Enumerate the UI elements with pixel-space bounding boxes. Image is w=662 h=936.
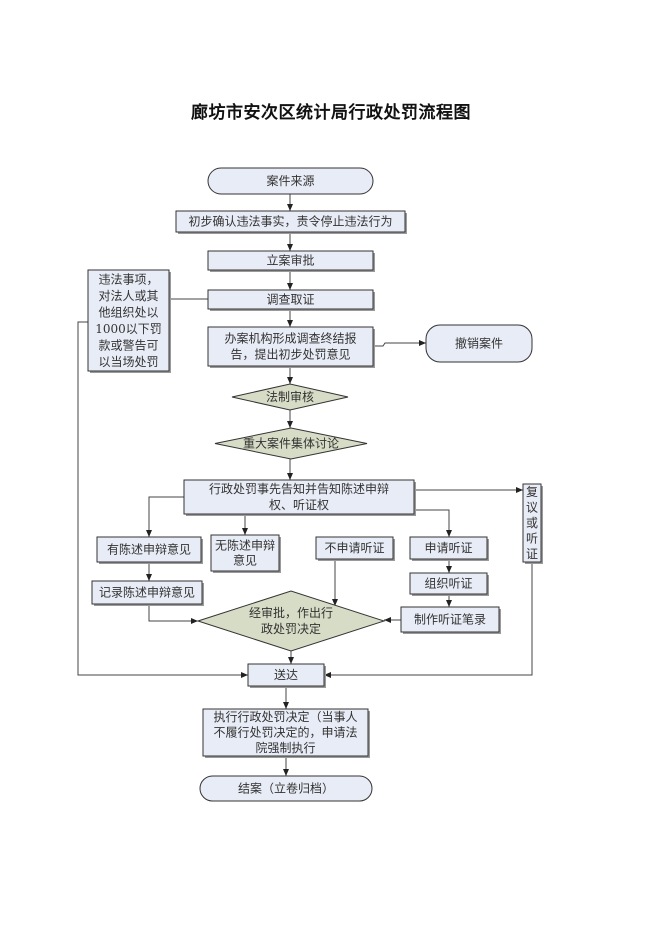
process-shape — [409, 536, 488, 560]
process-shape — [202, 708, 369, 757]
connector-record-to-decision — [148, 604, 198, 624]
process-shape — [409, 572, 488, 595]
process-shape — [315, 536, 394, 560]
node-organize-hearing: 组织听证 — [409, 572, 489, 596]
node-label: 或 — [526, 516, 538, 530]
node-label: 法制审核 — [266, 389, 314, 404]
node-label: 重大案件集体讨论 — [243, 436, 339, 451]
node-label: 有陈述申辩意见 — [107, 542, 191, 557]
node-label: 告，提出初步处罚意见 — [230, 347, 350, 362]
node-label: 不申请听证 — [324, 541, 384, 555]
node-record-statement: 记录陈述申辩意见 — [91, 580, 204, 606]
node-label: 立案审批 — [266, 253, 314, 268]
node-case-source: 案件来源 — [207, 167, 374, 195]
process-shape — [87, 269, 170, 372]
node-label: 院强制执行 — [255, 741, 315, 755]
process-shape — [210, 534, 280, 572]
decision-shape — [196, 590, 386, 652]
connector-notice-to-apply-hearing — [414, 509, 452, 537]
node-label: 款或警告可 — [98, 337, 158, 352]
terminal-shape — [207, 167, 374, 195]
node-label: 他组织处以 — [98, 305, 158, 319]
node-preliminary-confirm: 初步确认违法事实，责令停止违法行为 — [175, 210, 407, 234]
node-cancel-case: 撤销案件 — [425, 324, 533, 363]
node-label: 听 — [526, 532, 538, 546]
node-close-case: 结案（立卷归档） — [199, 775, 373, 802]
connector-notice-to-has-statement — [146, 496, 184, 537]
node-hearing-record: 制作听证笔录 — [400, 606, 501, 634]
connector-report-to-cancel — [373, 340, 426, 347]
node-delivery: 送达 — [247, 663, 326, 688]
node-label: 申请听证 — [424, 541, 472, 555]
terminal-shape — [425, 324, 533, 363]
process-shape — [175, 210, 406, 233]
node-collective-discussion: 重大案件集体讨论 — [214, 427, 368, 460]
node-label: 组织听证 — [424, 577, 472, 591]
decision-shape — [231, 383, 349, 411]
node-label: 执行行政处罚决定（当事人 — [213, 709, 357, 724]
node-label: 记录陈述申辩意见 — [99, 585, 195, 600]
process-shape — [522, 483, 542, 563]
node-no-hearing: 不申请听证 — [315, 536, 395, 561]
node-label: 复 — [526, 485, 538, 499]
process-shape — [96, 536, 202, 563]
node-label: 不履行处罚决定的，申请法 — [213, 725, 357, 740]
process-shape — [400, 606, 500, 633]
node-label: 行政处罚事先告知并告知陈述申辩 — [209, 481, 389, 496]
node-label: 违法事项， — [98, 272, 158, 286]
node-label: 无陈述申辩 — [215, 538, 275, 553]
node-has-statement: 有陈述申辩意见 — [96, 536, 203, 564]
node-legal-review: 法制审核 — [231, 383, 349, 411]
node-label: 对法人或其 — [98, 289, 158, 303]
node-label: 意见 — [233, 553, 257, 568]
process-shape — [207, 289, 374, 310]
node-label: 案件来源 — [266, 173, 314, 188]
process-shape — [91, 580, 203, 605]
node-label: 制作听证笔录 — [414, 612, 486, 627]
connector-onsite-to-delivery — [77, 321, 248, 678]
node-label: 经审批，作出行 — [249, 605, 333, 620]
process-shape — [247, 663, 325, 687]
page-title: 廊坊市安次区统计局行政处罚流程图 — [191, 103, 471, 123]
process-shape — [183, 479, 415, 515]
node-label: 调查取证 — [266, 293, 314, 307]
node-apply-hearing: 申请听证 — [409, 536, 489, 561]
connector-reconsideration-to-delivery — [324, 562, 533, 678]
node-filing-approval: 立案审批 — [207, 250, 375, 272]
node-label: 权、听证权 — [269, 498, 329, 512]
process-shape — [207, 250, 374, 271]
node-label: 初步确认违法事实，责令停止违法行为 — [188, 214, 392, 229]
node-label: 办案机构形成调查终结报 — [224, 331, 356, 346]
decision-shape — [214, 427, 368, 460]
node-label: 1000以下罚 — [95, 322, 162, 336]
node-label: 送达 — [274, 667, 298, 682]
node-label: 证 — [526, 547, 538, 561]
node-investigation: 调查取证 — [207, 289, 375, 311]
node-label: 结案（立卷归档） — [238, 781, 334, 796]
node-label: 议 — [526, 501, 538, 515]
node-label: 以当场处罚 — [98, 355, 158, 369]
node-label: 政处罚决定 — [261, 621, 321, 636]
node-label: 撤销案件 — [455, 336, 503, 351]
terminal-shape — [199, 775, 373, 802]
process-shape — [207, 326, 374, 367]
